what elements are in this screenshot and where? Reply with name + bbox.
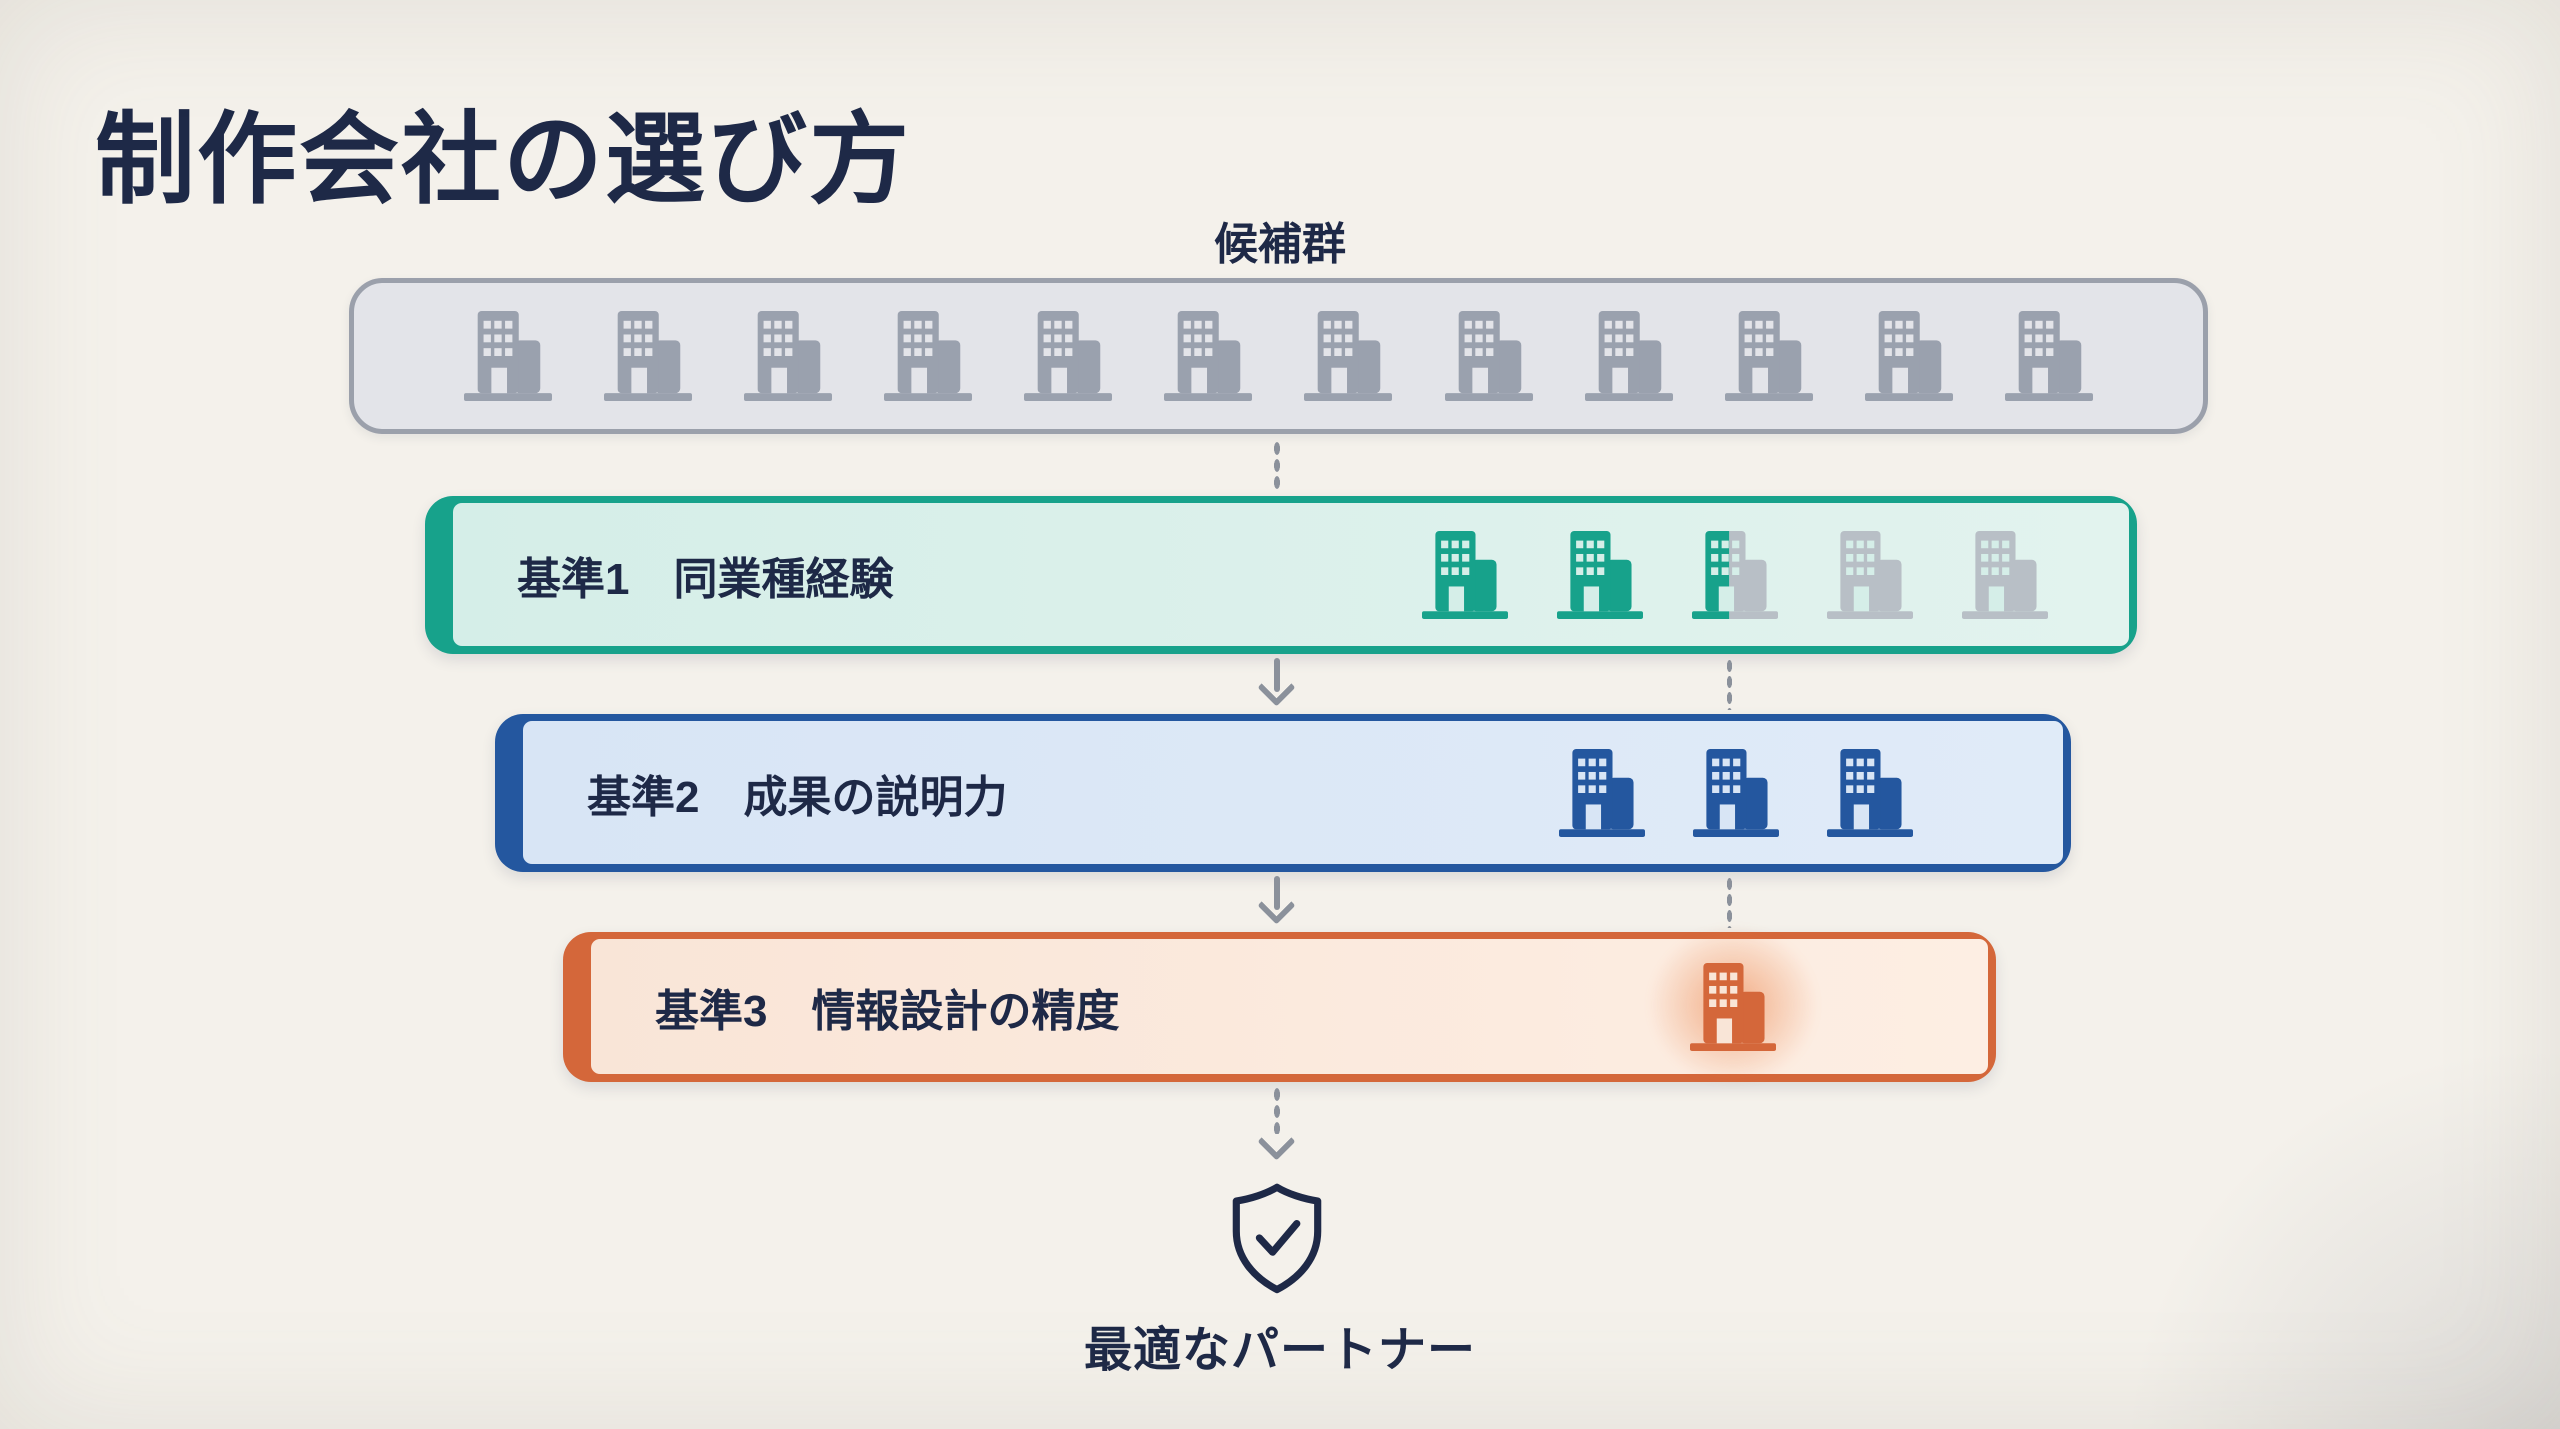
building-icon xyxy=(1444,311,1533,401)
winner-track-dots xyxy=(1726,876,1733,928)
stage-name: 成果の説明力 xyxy=(743,772,1008,822)
candidates-label: 候補群 xyxy=(1214,220,1346,269)
building-icon xyxy=(884,311,973,401)
building-icon xyxy=(1024,311,1113,401)
building-icon xyxy=(1422,530,1508,619)
stage-label: 基準3 情報設計の精度 xyxy=(591,975,1119,1039)
stage-label: 基準2 成果の説明力 xyxy=(523,761,1007,825)
building-icon xyxy=(1584,311,1673,401)
result-label: 最適なパートナー xyxy=(1083,1324,1476,1377)
building-icon xyxy=(1864,311,1953,401)
candidates-box xyxy=(349,278,2208,434)
stage-inner: 基準3 情報設計の精度 xyxy=(591,939,1988,1074)
building-icon xyxy=(1304,311,1393,401)
stage-label: 基準1 同業種経験 xyxy=(453,543,893,607)
stage-id: 基準2 xyxy=(587,772,700,822)
arrow-down-icon xyxy=(1257,886,1296,925)
building-icon xyxy=(1690,962,1776,1051)
building-icon xyxy=(2004,311,2093,401)
building-icon xyxy=(1692,530,1778,619)
building-icon xyxy=(744,311,833,401)
stage-id: 基準3 xyxy=(655,986,768,1036)
building-icon xyxy=(1827,530,1913,619)
arrow-line xyxy=(1274,658,1280,692)
arrow-line xyxy=(1274,876,1280,910)
stage-box-criterion-3: 基準3 情報設計の精度 xyxy=(563,932,1996,1082)
stage-name: 同業種経験 xyxy=(673,554,894,604)
stage-id: 基準1 xyxy=(517,554,630,604)
arrow-down-icon xyxy=(1257,1122,1296,1161)
building-icon xyxy=(1724,311,1813,401)
building-icon xyxy=(1559,748,1645,837)
stage-inner: 基準1 同業種経験 xyxy=(453,503,2129,646)
building-icon xyxy=(1693,748,1779,837)
arrow-down-icon xyxy=(1257,668,1296,707)
building-icon xyxy=(604,311,693,401)
highlighted-building xyxy=(1690,962,1776,1051)
building-row xyxy=(1422,530,2048,619)
building-icon xyxy=(1962,530,2048,619)
building-icon xyxy=(1827,748,1913,837)
building-row xyxy=(1690,962,1776,1051)
page-title: 制作会社の選び方 xyxy=(95,104,911,216)
stage-inner: 基準2 成果の説明力 xyxy=(523,721,2063,864)
dotted-connector xyxy=(1273,440,1281,492)
building-row xyxy=(1559,748,1913,837)
stage-box-criterion-1: 基準1 同業種経験 xyxy=(425,496,2137,654)
dotted-connector xyxy=(1273,1086,1281,1134)
building-icon xyxy=(1557,530,1643,619)
stage-box-criterion-2: 基準2 成果の説明力 xyxy=(495,714,2071,872)
stage-name: 情報設計の精度 xyxy=(811,986,1120,1036)
shield-check-icon xyxy=(1232,1183,1322,1294)
building-icon xyxy=(464,311,553,401)
winner-track-dots xyxy=(1726,658,1733,710)
building-icon xyxy=(1164,311,1253,401)
